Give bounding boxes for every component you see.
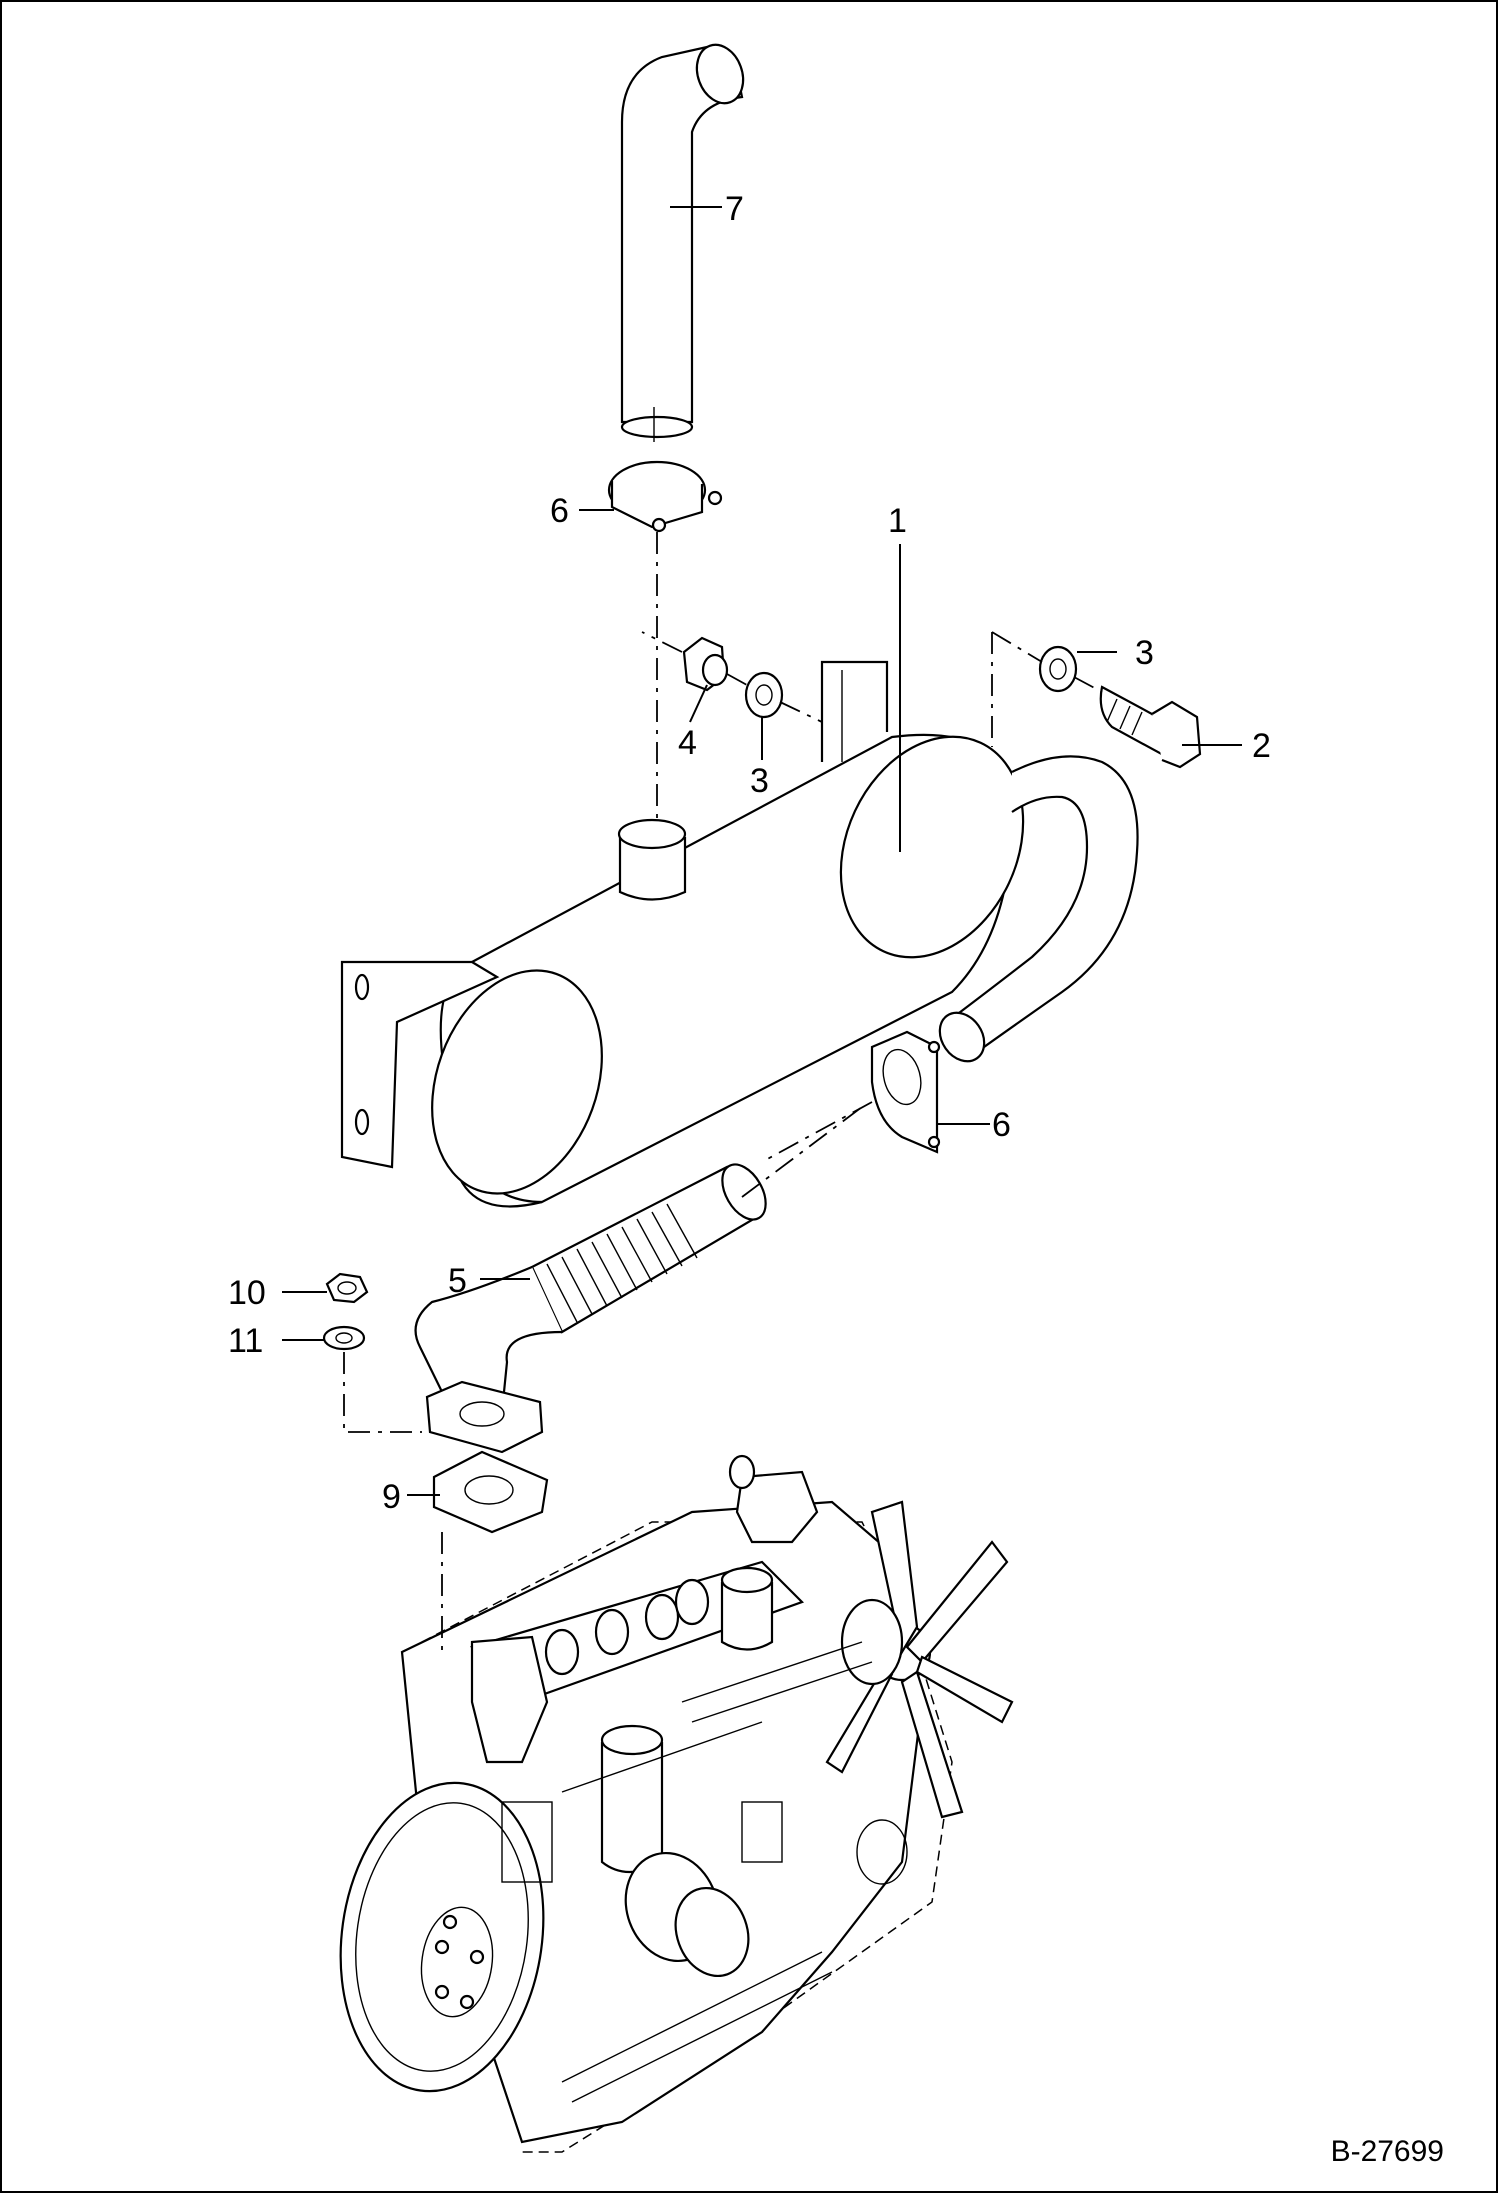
callout-10: 10 [228, 1274, 266, 1312]
callout-3-left: 3 [750, 762, 769, 800]
engine-assembly [339, 1454, 1014, 2153]
callout-2: 2 [1252, 727, 1271, 765]
part-9-gasket [432, 1450, 549, 1534]
part-6-clamp-top [607, 460, 723, 533]
callout-3-right: 3 [1135, 634, 1154, 672]
part-3-washer-left [744, 671, 784, 719]
part-1-muffler [340, 660, 1139, 1208]
part-6-clamp-lower [870, 1030, 941, 1154]
callout-1: 1 [888, 502, 907, 540]
leader-lines [282, 206, 1242, 1496]
callout-6-top: 6 [550, 492, 569, 530]
part-7-exhaust-stack [620, 43, 745, 442]
part-2-bolt [1099, 685, 1202, 769]
reference-code: B-27699 [1330, 2135, 1444, 2168]
callout-9: 9 [382, 1478, 401, 1516]
callout-labels: 7 6 1 3 2 4 3 6 5 10 11 9 [228, 190, 1271, 1516]
callout-7: 7 [725, 190, 744, 228]
part-3-washer-right [1038, 645, 1078, 693]
callout-5: 5 [448, 1262, 467, 1300]
assembly-lines [343, 532, 1103, 1652]
part-5-flex-pipe [414, 1163, 767, 1454]
callout-11: 11 [228, 1322, 263, 1360]
part-11-washer [322, 1325, 366, 1351]
callout-6-lower: 6 [992, 1106, 1011, 1144]
part-4-nut [682, 636, 729, 692]
part-10-nut [325, 1272, 369, 1304]
callout-4: 4 [678, 724, 697, 762]
